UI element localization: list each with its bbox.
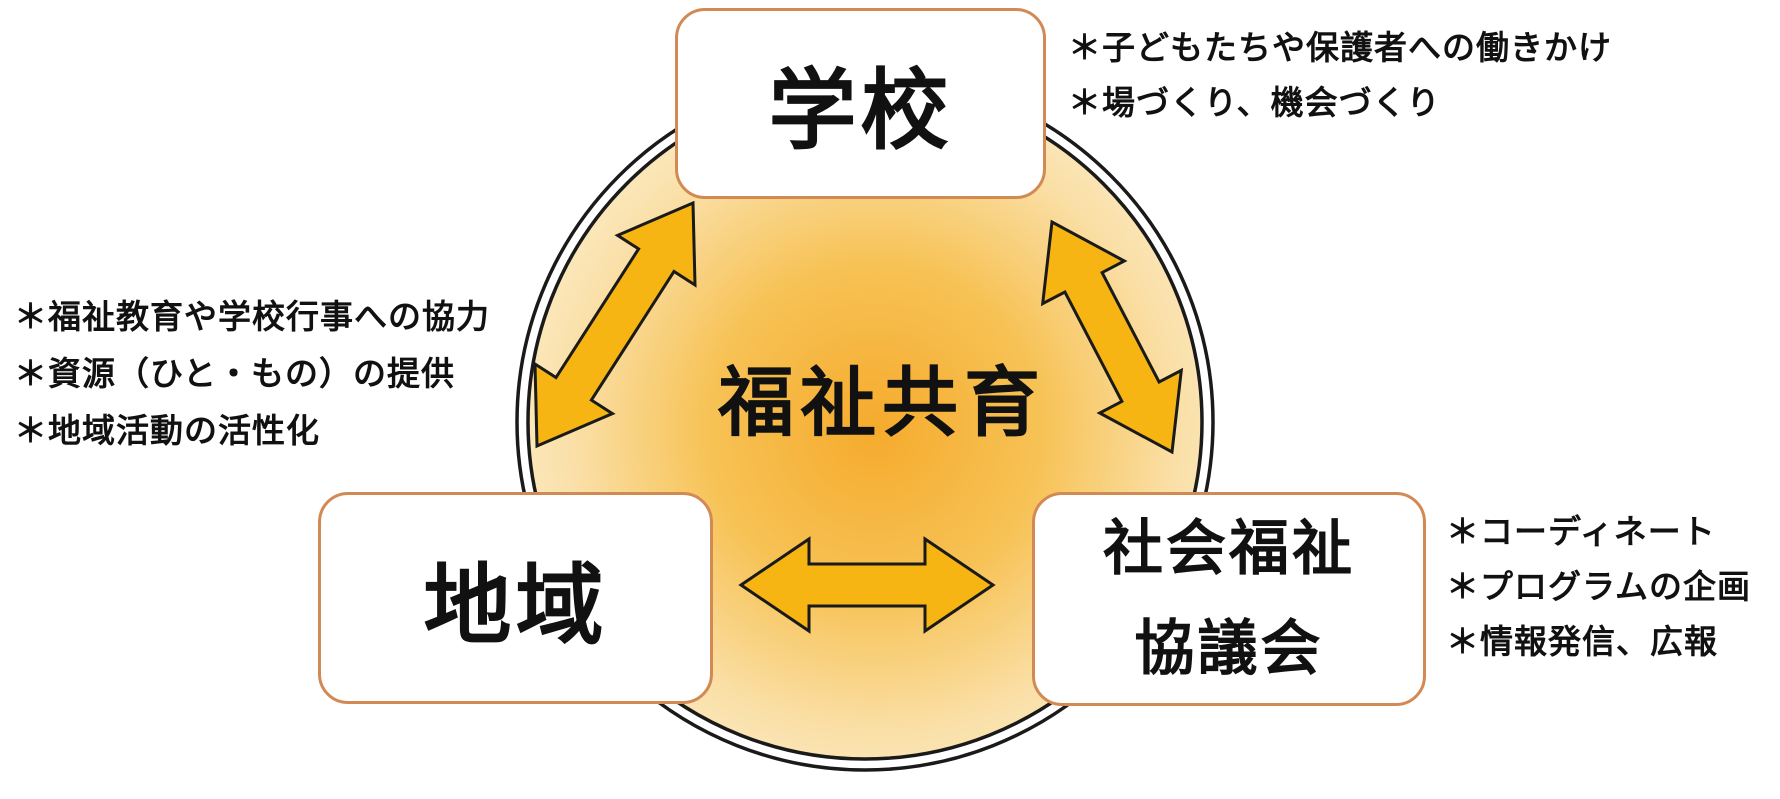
node-community-box: 地域 — [318, 492, 713, 704]
annotation-line: ＊福祉教育や学校行事への協力 — [14, 297, 490, 336]
arrow-community-council — [738, 536, 996, 634]
arrow-school-community — [533, 200, 697, 449]
node-council-label: 社会福祉 協議会 — [1103, 514, 1355, 684]
annotation-line: ＊資源（ひと・もの）の提供 — [14, 354, 456, 393]
node-school-box: 学校 — [675, 8, 1046, 199]
community-annotations: ＊福祉教育や学校行事への協力 ＊資源（ひと・もの）の提供 ＊地域活動の活性化 — [14, 288, 490, 459]
annotation-line: ＊地域活動の活性化 — [14, 411, 320, 450]
node-council-box: 社会福祉 協議会 — [1032, 492, 1426, 706]
annotation-line: ＊場づくり、機会づくり — [1068, 83, 1441, 122]
arrow-school-council — [1040, 219, 1184, 455]
annotation-line: ＊子どもたちや保護者への働きかけ — [1068, 28, 1612, 67]
annotation-line: ＊プログラムの企画 — [1446, 567, 1752, 606]
center-concept-label: 福祉共育 — [718, 358, 1046, 447]
annotation-line: ＊情報発信、広報 — [1446, 622, 1718, 661]
school-annotations: ＊子どもたちや保護者への働きかけ ＊場づくり、機会づくり — [1068, 20, 1612, 130]
annotation-line: ＊コーディネート — [1446, 512, 1716, 551]
node-community-label: 地域 — [423, 553, 608, 657]
node-school-label: 学校 — [768, 59, 953, 162]
council-annotations: ＊コーディネート ＊プログラムの企画 ＊情報発信、広報 — [1446, 504, 1751, 669]
